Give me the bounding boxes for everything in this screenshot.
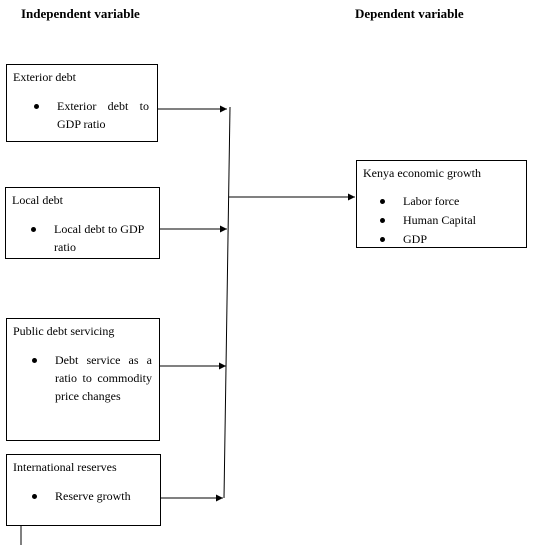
local-debt-box: Local debt Local debt to GDP ratio [5, 187, 160, 259]
independent-variable-heading: Independent variable [21, 6, 140, 21]
public-debt-servicing-title: Public debt servicing [13, 324, 115, 338]
kenya-economic-growth-box: Kenya economic growth Labor force Human … [356, 160, 527, 248]
human-capital-bullet: Human Capital [380, 211, 520, 230]
gdp-bullet: GDP [380, 230, 520, 249]
kenya-economic-growth-bullets: Labor force Human Capital GDP [380, 192, 520, 249]
kenya-economic-growth-title: Kenya economic growth [363, 166, 481, 180]
international-reserves-bullets: Reserve growth [32, 487, 152, 505]
labor-force-bullet: Labor force [380, 192, 520, 211]
vertical-connector-line [223, 106, 231, 499]
public-debt-servicing-bullets: Debt service as a ratio to commodity pri… [32, 351, 152, 405]
international-reserves-bullet: Reserve growth [32, 487, 152, 505]
exterior-debt-bullets: Exterior debt to GDP ratio [34, 97, 149, 133]
international-reserves-box: International reserves Reserve growth [6, 454, 161, 526]
local-debt-title: Local debt [12, 193, 63, 207]
exterior-debt-bullet: Exterior debt to GDP ratio [34, 97, 149, 133]
exterior-debt-box: Exterior debt Exterior debt to GDP ratio [6, 64, 158, 142]
dependent-variable-heading: Dependent variable [355, 6, 464, 21]
local-debt-bullet: Local debt to GDP ratio [31, 220, 156, 256]
public-debt-servicing-bullet: Debt service as a ratio to commodity pri… [32, 351, 152, 405]
public-debt-servicing-box: Public debt servicing Debt service as a … [6, 318, 160, 441]
international-reserves-title: International reserves [13, 460, 117, 474]
exterior-debt-title: Exterior debt [13, 70, 76, 84]
local-debt-bullets: Local debt to GDP ratio [31, 220, 156, 256]
